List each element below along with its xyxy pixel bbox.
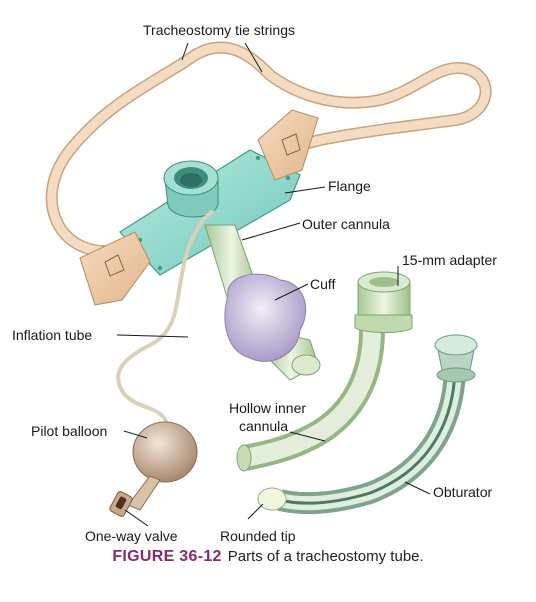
one-way-valve	[109, 475, 161, 517]
label-obturator: Obturator	[433, 484, 492, 500]
tie-strings	[45, 41, 492, 258]
cuff	[224, 273, 307, 362]
label-tie-strings: Tracheostomy tie strings	[143, 22, 295, 38]
label-adapter: 15-mm adapter	[402, 252, 497, 268]
label-cuff: Cuff	[310, 276, 336, 292]
label-inflation-tube: Inflation tube	[12, 327, 92, 343]
leader-lines	[116, 42, 431, 527]
label-hollow-inner-cannula: cannula	[239, 418, 288, 434]
inflation-tube	[116, 210, 214, 427]
labels: Tracheostomy tie strings Flange Outer ca…	[12, 22, 497, 544]
adapter-15mm	[354, 271, 413, 333]
label-flange: Flange	[328, 178, 371, 194]
label-rounded-tip: Rounded tip	[220, 528, 296, 544]
label-pilot-balloon: Pilot balloon	[31, 423, 107, 439]
figure-caption: FIGURE 36-12 Parts of a tracheostomy tube…	[0, 548, 536, 566]
hollow-inner-cannula	[236, 329, 385, 472]
obturator	[257, 334, 478, 515]
label-hollow-inner: Hollow inner	[229, 400, 306, 416]
right-tie-pad	[257, 109, 319, 181]
flange-connector	[163, 160, 219, 218]
left-tie-pad	[79, 231, 151, 306]
figure-number: FIGURE 36-12	[112, 548, 222, 565]
label-one-way-valve: One-way valve	[85, 528, 178, 544]
pilot-balloon	[132, 421, 198, 483]
figure-caption-text: Parts of a tracheostomy tube.	[227, 548, 424, 565]
label-outer-cannula: Outer cannula	[302, 216, 390, 232]
